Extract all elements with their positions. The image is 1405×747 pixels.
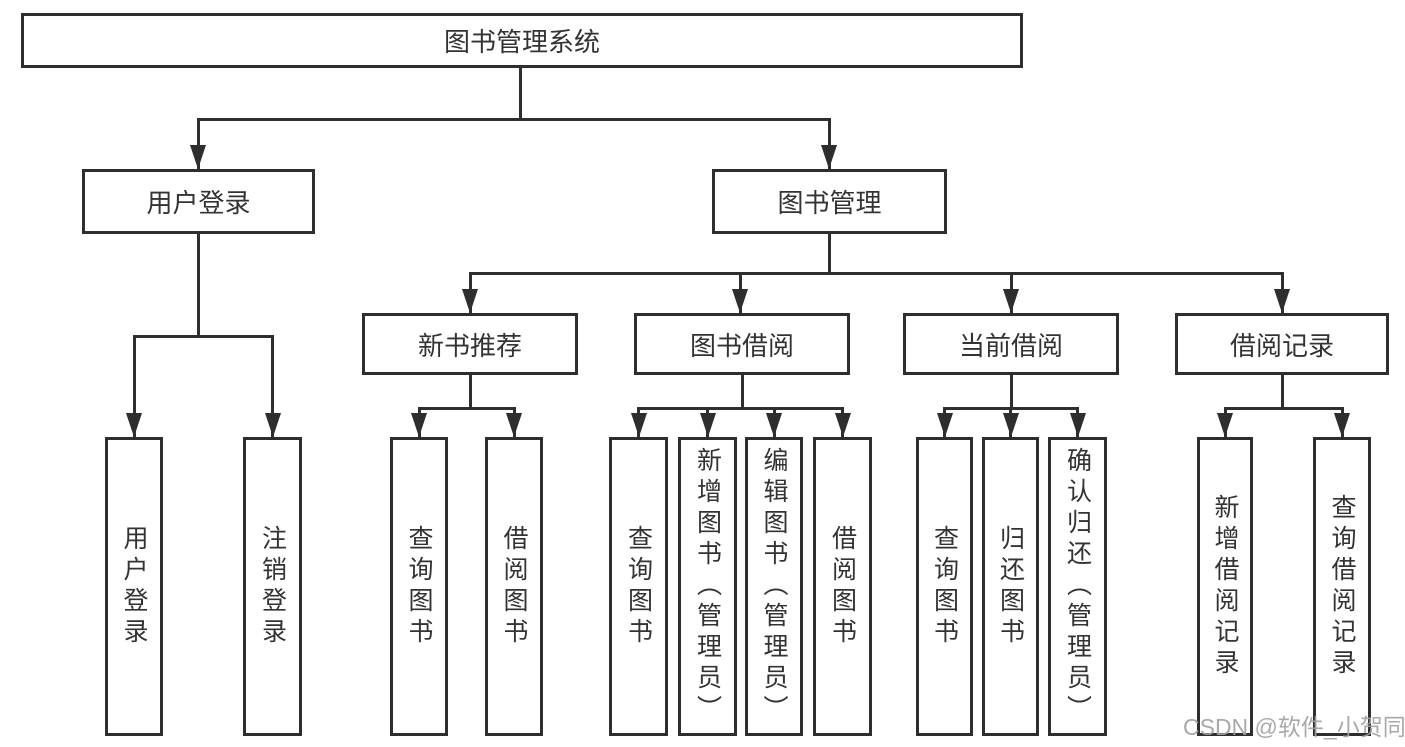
node-book-borrowing-label: 图书借阅	[689, 330, 794, 361]
leaf-nb-query-books: 查询图书	[390, 437, 448, 736]
arrowhead-br-query-icon	[1334, 413, 1350, 437]
arrowhead-nb-query-icon	[411, 413, 427, 437]
connector-book-borrow-vline	[740, 375, 744, 407]
leaf-cb-query-books: 查询图书	[916, 437, 973, 736]
connector-book-mgmt-hline	[468, 272, 1284, 275]
arrowhead-bb-add-icon	[699, 413, 716, 437]
arrowhead-cb-return-icon	[1002, 413, 1019, 437]
leaf-br-add-record: 新增借阅记录	[1197, 437, 1253, 736]
connector-root-hline	[196, 118, 831, 121]
node-borrowing-records-label: 借阅记录	[1229, 330, 1334, 361]
leaf-cb-return-books: 归还图书	[982, 437, 1039, 736]
connector-drop-book-mgmt	[827, 118, 831, 169]
node-borrowing-records: 借阅记录	[1175, 313, 1389, 375]
connector-new-books-hline	[417, 407, 516, 410]
connector-borrow-records-hline	[1223, 407, 1344, 410]
node-book-management-label: 图书管理	[777, 188, 882, 218]
connector-current-borrow-vline	[1009, 375, 1013, 407]
leaf-bb-borrow-books: 借阅图书	[813, 437, 872, 736]
leaf-cb-return-books-label: 归还图书	[996, 524, 1025, 649]
arrowhead-current-borrow-icon	[1003, 289, 1019, 313]
leaf-br-add-record-label: 新增借阅记录	[1211, 493, 1239, 680]
connector-borrow-records-vline	[1280, 375, 1284, 407]
arrowhead-leaf-logout-icon	[264, 413, 281, 437]
arrowhead-leaf-user-login-icon	[126, 413, 142, 437]
leaf-br-query-record: 查询借阅记录	[1313, 437, 1371, 736]
connector-book-borrow-hline	[637, 407, 844, 410]
connector-new-books-vline	[468, 375, 472, 407]
leaf-nb-borrow-books-label: 借阅图书	[500, 524, 528, 649]
leaf-bb-add-book-admin-label: 新增图书（管理员）	[693, 447, 722, 726]
connector-user-login-hline	[132, 335, 274, 338]
leaf-logout-label: 注销登录	[258, 524, 287, 649]
leaf-bb-add-book-admin: 新增图书（管理员）	[678, 437, 737, 736]
arrowhead-br-add-icon	[1217, 413, 1233, 437]
arrowhead-bb-edit-icon	[766, 413, 782, 437]
node-current-borrowing-label: 当前借阅	[958, 330, 1063, 361]
node-user-login: 用户登录	[82, 169, 315, 234]
arrowhead-book-borrow-icon	[732, 289, 748, 313]
arrowhead-bb-borrow-icon	[834, 413, 851, 437]
leaf-bb-borrow-books-label: 借阅图书	[828, 524, 857, 649]
arrowhead-user-login-icon	[190, 145, 206, 169]
leaf-user-login: 用户登录	[105, 437, 163, 736]
leaf-nb-query-books-label: 查询图书	[405, 524, 433, 649]
connector-drop-leaf-user-login	[132, 335, 136, 437]
leaf-bb-query-books-label: 查询图书	[624, 524, 653, 649]
arrowhead-new-books-icon	[462, 289, 478, 313]
arrowhead-cb-confirm-icon	[1069, 413, 1086, 437]
node-book-borrowing: 图书借阅	[634, 313, 850, 375]
leaf-bb-edit-book-admin-label: 编辑图书（管理员）	[760, 447, 788, 726]
leaf-nb-borrow-books: 借阅图书	[485, 437, 543, 736]
leaf-bb-query-books: 查询图书	[609, 437, 668, 736]
leaf-br-query-record-label: 查询借阅记录	[1328, 493, 1356, 680]
arrowhead-cb-query-icon	[936, 413, 953, 437]
leaf-cb-confirm-return-admin: 确认归还（管理员）	[1048, 437, 1107, 736]
connector-drop-user-login	[196, 118, 200, 169]
connector-drop-leaf-logout	[271, 335, 274, 437]
connector-user-login-vline	[196, 233, 200, 335]
node-current-borrowing: 当前借阅	[903, 313, 1119, 375]
node-new-book-recommend-label: 新书推荐	[417, 330, 522, 361]
arrowhead-bb-query-icon	[630, 413, 647, 437]
node-system-root: 图书管理系统	[21, 13, 1023, 68]
leaf-cb-confirm-return-admin-label: 确认归还（管理员）	[1063, 447, 1092, 726]
node-new-book-recommend: 新书推荐	[362, 313, 578, 375]
leaf-cb-query-books-label: 查询图书	[930, 524, 959, 649]
leaf-logout: 注销登录	[243, 437, 302, 736]
leaf-bb-edit-book-admin: 编辑图书（管理员）	[745, 437, 803, 736]
arrowhead-nb-borrow-icon	[506, 413, 522, 437]
csdn-watermark: CSDN @软件_小贺同学	[1183, 714, 1405, 740]
connector-root-vline	[519, 68, 522, 118]
arrowhead-book-mgmt-icon	[821, 145, 837, 169]
node-user-login-label: 用户登录	[146, 188, 251, 218]
arrowhead-borrow-records-icon	[1274, 289, 1290, 313]
node-book-management: 图书管理	[712, 169, 947, 234]
node-system-root-label: 图书管理系统	[443, 27, 600, 57]
connector-book-mgmt-vline	[827, 233, 831, 272]
leaf-user-login-label: 用户登录	[120, 524, 148, 649]
